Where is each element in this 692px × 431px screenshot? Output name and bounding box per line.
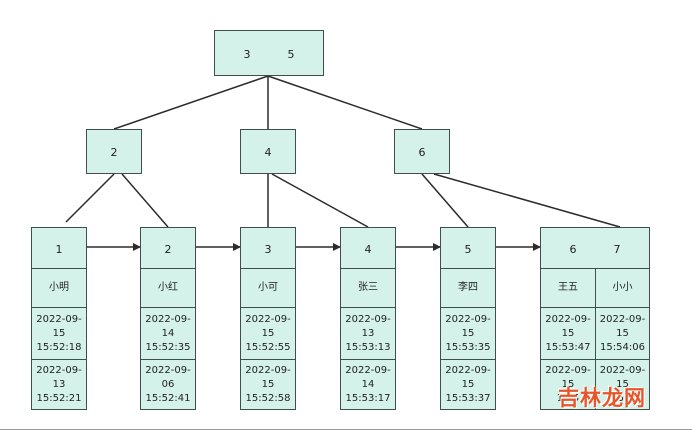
date-text: 2022-09- 15 15:53:35 [445,313,491,353]
link-root-to-node-6 [267,75,423,130]
leaf-key: 7 [613,243,621,256]
name-cell: 张三 [341,268,395,308]
link-node-6-to-leaf-67 [433,173,621,228]
name-text: 王五 [558,282,578,293]
date-cell: 2022-09- 15 15:5 [541,360,595,409]
leaf-key: 5 [464,243,472,256]
root-key-2: 5 [287,48,295,61]
date-cell: 2022-09- 13 15:53:13 [341,308,395,360]
date-text: 2022-09- 13 15:52:21 [36,364,82,404]
internal-node-2: 2 [86,129,142,174]
date-cell: 2022-09- 15 15:53:47 [541,308,595,360]
link-node-2-to-leaf-1 [65,173,115,223]
date-cell: 2022-09- 14 15:52:35 [141,308,195,360]
name-cell: 小红 [141,268,195,308]
leaf-node-1: 1 小明 2022-09- 15 15:52:18 2022-09- 13 15… [31,227,87,410]
date-text: 2022-09- 13 15:53:13 [345,313,391,353]
date-text: 2022-09- 15 15:52:18 [36,313,82,353]
date-cell: 2022-09- 15 15:5 [596,360,649,409]
link-node-4-to-leaf-4 [271,173,369,228]
date-cell: 2022-09- 14 15:53:17 [341,360,395,409]
leaf-key: 1 [55,243,63,256]
date-cell: 2022-09- 15 15:52:18 [32,308,86,360]
internal-node-6: 6 [394,129,450,174]
date-text: 2022-09- 14 15:53:17 [345,364,391,404]
name-text: 李四 [458,282,478,293]
date-cell: 2022-09- 06 15:52:41 [141,360,195,409]
name-cell: 王五 [541,268,595,308]
leaf-node-6-7: 6 7 王五 2022-09- 15 15:53:47 2022-09- 15 … [540,227,650,410]
date-cell: 2022-09- 15 15:54:06 [596,308,649,360]
name-cell: 小明 [32,268,86,308]
link-node-6-to-leaf-5 [421,173,469,228]
leaf-node-3: 3 小可 2022-09- 15 15:52:55 2022-09- 15 15… [240,227,296,410]
bottom-divider [0,429,692,430]
name-cell: 小可 [241,268,295,308]
leaf-node-4: 4 张三 2022-09- 13 15:53:13 2022-09- 14 15… [340,227,396,410]
name-cell: 李四 [441,268,495,308]
leaf-node-5: 5 李四 2022-09- 15 15:53:35 2022-09- 15 15… [440,227,496,410]
date-cell: 2022-09- 15 15:52:58 [241,360,295,409]
date-text: 2022-09- 15 15:5 [599,364,646,404]
link-node-2-to-leaf-2 [121,173,169,228]
date-text: 2022-09- 06 15:52:41 [145,364,191,404]
leaf-key: 6 [569,243,577,256]
link-root-to-node-2 [113,75,269,130]
date-text: 2022-09- 15 15:52:55 [245,313,291,353]
internal-key: 2 [110,146,118,159]
name-cell: 小小 [596,268,649,308]
watermark-logo: 吉林龙网 [558,386,646,410]
root-node: 3 5 [214,30,324,76]
leaf-key: 3 [264,243,272,256]
leaf-key: 2 [164,243,172,256]
internal-node-4: 4 [240,129,296,174]
date-cell: 2022-09- 13 15:52:21 [32,360,86,409]
leaf-key: 4 [364,243,372,256]
internal-key: 6 [418,146,426,159]
date-cell: 2022-09- 15 15:53:37 [441,360,495,409]
leaf-node-2: 2 小红 2022-09- 14 15:52:35 2022-09- 06 15… [140,227,196,410]
name-text: 小可 [258,282,278,293]
date-cell: 2022-09- 15 15:53:35 [441,308,495,360]
root-key-1: 3 [243,48,251,61]
internal-key: 4 [264,146,272,159]
column-divider [595,268,596,409]
date-text: 2022-09- 15 15:5 [545,364,591,404]
name-text: 张三 [358,282,378,293]
name-text: 小明 [49,282,69,293]
name-text: 小红 [158,282,178,293]
date-cell: 2022-09- 15 15:52:55 [241,308,295,360]
date-text: 2022-09- 14 15:52:35 [145,313,191,353]
date-text: 2022-09- 15 15:53:37 [445,364,491,404]
name-text: 小小 [612,282,633,293]
date-text: 2022-09- 15 15:53:47 [545,313,591,353]
date-text: 2022-09- 15 15:54:06 [599,313,646,353]
date-text: 2022-09- 15 15:52:58 [245,364,291,404]
